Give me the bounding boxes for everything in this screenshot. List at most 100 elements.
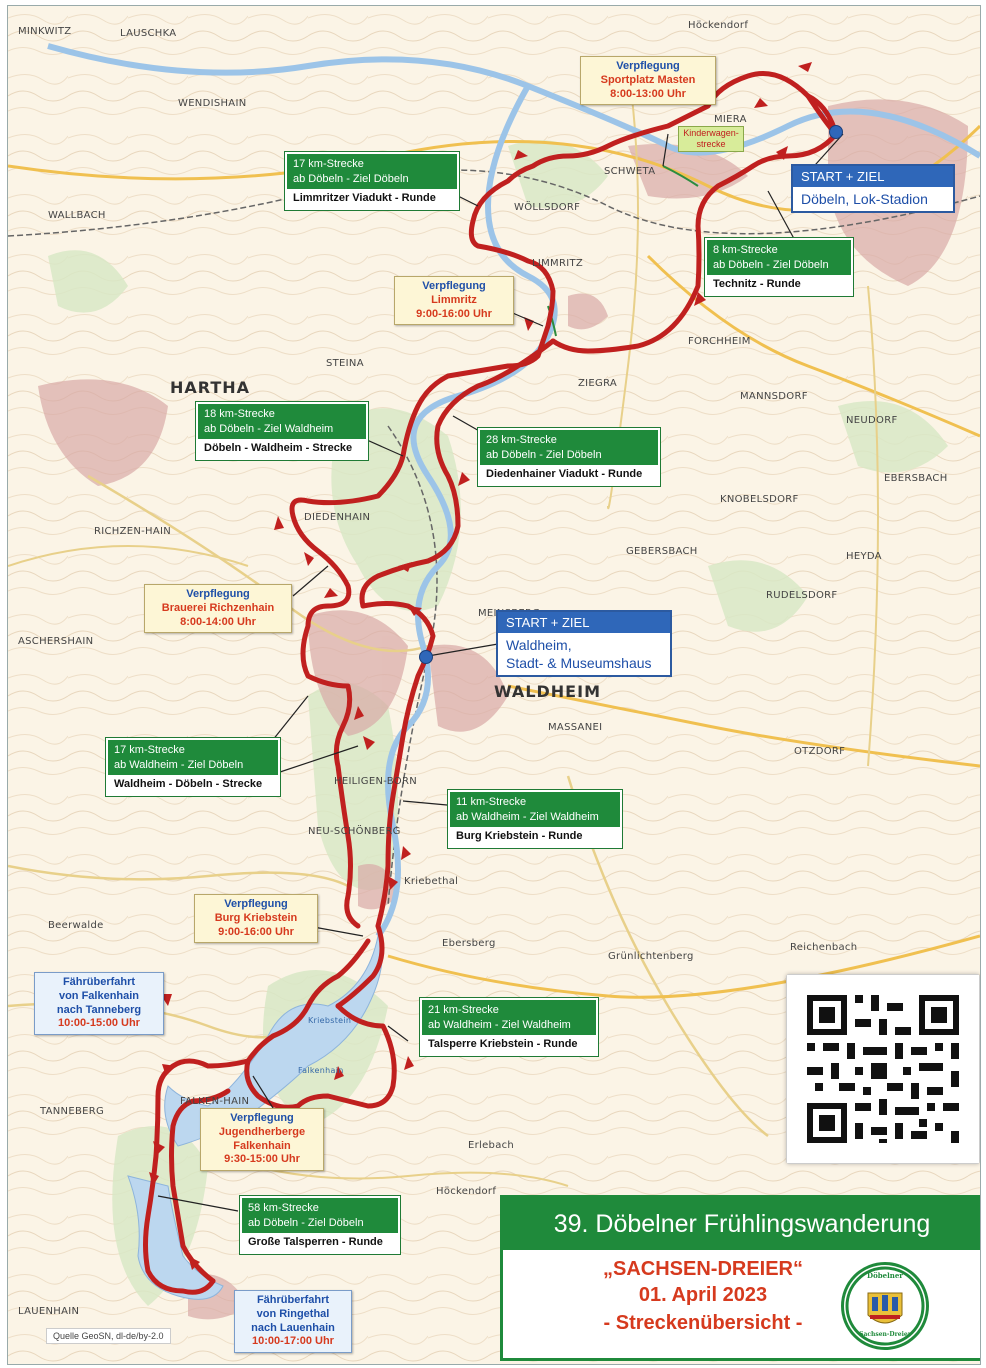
place-forchheim: FORCHHEIM	[688, 336, 751, 347]
food-place: Burg Kriebstein	[214, 911, 298, 924]
map-source-credit: Quelle GeoSN, dl-de/by-2.0	[46, 1328, 171, 1344]
food-title: Verpflegung	[224, 898, 288, 910]
logo-text-bottom: Sachsen-Dreier	[859, 1331, 911, 1338]
town-waldheim: WALDHEIM	[494, 682, 601, 701]
stroller-label-line1: Kinderwagen-	[683, 128, 739, 138]
start-point-dobeln	[829, 125, 843, 139]
route-start-finish: ab Döbeln - Ziel Döbeln	[248, 1216, 364, 1229]
ferry-from: von Ringethal	[256, 1307, 330, 1320]
event-date: 01. April 2023	[638, 1284, 768, 1306]
start-label-waldheim: START + ZIEL Waldheim, Stadt- & Museumsh…	[496, 610, 672, 678]
place-ziegra: ZIEGRA	[578, 378, 618, 389]
route-box-17km-limmritz: 17 km-Strecke ab Döbeln - Ziel Döbeln Li…	[285, 152, 459, 210]
place-steina: STEINA	[326, 358, 364, 369]
route-distance: 18 km-Strecke	[204, 408, 275, 420]
start-label-dobeln: START + ZIEL Döbeln, Lok-Stadion	[791, 164, 955, 214]
place-rudelsdorf: RUDELSDORF	[766, 590, 838, 601]
ferry-box-falkenhain: Fährüberfahrt von Falkenhain nach Tanneb…	[34, 972, 164, 1035]
route-arrows	[149, 62, 812, 1270]
place-hockendorf-north: Höckendorf	[688, 20, 749, 31]
coat-of-arms-icon	[845, 1266, 925, 1346]
food-title: Verpflegung	[186, 588, 250, 600]
ferry-time: 10:00-17:00 Uhr	[252, 1335, 334, 1348]
food-title: Verpflegung	[230, 1112, 294, 1124]
food-place: Brauerei Richzenhain	[161, 601, 275, 614]
place-richzenhain: RICHZEN-HAIN	[94, 526, 172, 537]
route-start-finish: ab Döbeln - Ziel Döbeln	[486, 448, 602, 461]
food-box-richzenhain: Verpflegung Brauerei Richzenhain 8:00-14…	[144, 584, 292, 634]
route-distance: 58 km-Strecke	[248, 1202, 319, 1214]
place-erlebach: Erlebach	[468, 1140, 515, 1151]
route-start-finish: ab Waldheim - Ziel Waldheim	[456, 810, 599, 823]
event-title: 39. Döbelner Frühlingswanderung	[503, 1198, 980, 1250]
place-miera: MIERA	[714, 114, 747, 125]
start-label-dobeln-body: Döbeln, Lok-Stadion	[801, 191, 928, 207]
rivers	[47, 43, 980, 938]
route-name: Diedenhainer Viadukt - Runde	[480, 464, 658, 484]
water-label-kriebstein: Kriebstein	[308, 1016, 352, 1025]
ferry-to: nach Tanneberg	[56, 1003, 142, 1016]
place-wallbach: WALLBACH	[48, 210, 106, 221]
place-schweta: SCHWETA	[604, 166, 656, 177]
place-tanneberg: TANNEBERG	[40, 1106, 105, 1117]
place-reichenbach: Reichenbach	[790, 942, 858, 953]
ferry-from: von Falkenhain	[58, 989, 140, 1002]
place-otzdorf: OTZDORF	[794, 746, 846, 757]
place-lauschka: LAUSCHKA	[120, 28, 177, 39]
food-time: 9:30-15:00 Uhr	[224, 1153, 300, 1166]
route-name: Limmritzer Viadukt - Runde	[287, 188, 457, 208]
food-place-2: Falkenhain	[233, 1139, 291, 1152]
food-title: Verpflegung	[422, 280, 486, 292]
place-neudorf: NEUDORF	[846, 415, 898, 426]
route-start-finish: ab Waldheim - Ziel Döbeln	[114, 758, 244, 771]
place-diedenhain: DIEDENHAIN	[304, 512, 371, 523]
place-gebersbach: GEBERSBACH	[626, 546, 698, 557]
route-name: Waldheim - Döbeln - Strecke	[108, 774, 278, 794]
food-time: 8:00-13:00 Uhr	[610, 87, 686, 100]
route-box-11km-kriebstein: 11 km-Strecke ab Waldheim - Ziel Waldhei…	[448, 790, 622, 848]
place-heiligenborn: HEILIGEN-BORN	[334, 776, 417, 787]
route-box-17km-waldheim-dobeln: 17 km-Strecke ab Waldheim - Ziel Döbeln …	[106, 738, 280, 796]
place-wendishain: WENDISHAIN	[178, 98, 247, 109]
event-subtitle: „SACHSEN-DREIER“	[602, 1258, 804, 1280]
stroller-route	[547, 165, 699, 337]
place-minkwitz: MINKWITZ	[18, 26, 72, 37]
route-name: Große Talsperren - Runde	[242, 1232, 398, 1252]
food-place: Sportplatz Masten	[600, 73, 696, 86]
place-wollsdorf: WÖLLSDORF	[514, 202, 581, 213]
food-box-falkenhain: Verpflegung Jugendherberge Falkenhain 9:…	[200, 1108, 324, 1171]
start-label-dobeln-header: START + ZIEL	[793, 166, 953, 187]
route-box-8km-technitz: 8 km-Strecke ab Döbeln - Ziel Döbeln Tec…	[705, 238, 853, 296]
map-frame: MINKWITZ LAUSCHKA WENDISHAIN Höckendorf …	[7, 5, 981, 1365]
route-distance: 8 km-Strecke	[713, 244, 778, 256]
place-limmritz: LIMMRITZ	[532, 258, 584, 269]
food-box-kriebstein: Verpflegung Burg Kriebstein 9:00-16:00 U…	[194, 894, 318, 944]
food-box-masten: Verpflegung Sportplatz Masten 8:00-13:00…	[580, 56, 716, 106]
food-place: Jugendherberge	[218, 1125, 306, 1138]
food-time: 8:00-14:00 Uhr	[180, 615, 256, 628]
route-box-58km-talsperren: 58 km-Strecke ab Döbeln - Ziel Döbeln Gr…	[240, 1196, 400, 1254]
route-box-21km-talsperre: 21 km-Strecke ab Waldheim - Ziel Waldhei…	[420, 998, 598, 1056]
place-neuschonberg: NEU-SCHÖNBERG	[308, 826, 401, 837]
route-box-18km-waldheim: 18 km-Strecke ab Döbeln - Ziel Waldheim …	[196, 402, 368, 460]
route-distance: 17 km-Strecke	[114, 744, 185, 756]
place-heyda: HEYDA	[846, 551, 882, 562]
place-ebersbach: EBERSBACH	[884, 473, 948, 484]
ferry-title: Fährüberfahrt	[62, 976, 136, 988]
qr-code-card[interactable]	[786, 974, 980, 1164]
qr-code	[787, 975, 979, 1163]
food-title: Verpflegung	[616, 60, 680, 72]
ferry-to: nach Lauenhain	[251, 1321, 335, 1334]
route-name: Talsperre Kriebstein - Runde	[422, 1034, 596, 1054]
food-place: Limmritz	[431, 293, 477, 306]
start-label-waldheim-line2: Stadt- & Museumshaus	[506, 655, 652, 672]
place-lauenhain: LAUENHAIN	[18, 1306, 80, 1317]
place-aschershain: ASCHERSHAIN	[18, 636, 94, 647]
sachsen-dreier-logo: Döbelner Sachsen-Dreier	[841, 1262, 929, 1350]
ferry-time: 10:00-15:00 Uhr	[58, 1017, 140, 1030]
place-hockendorf-south: Höckendorf	[436, 1186, 497, 1197]
water-label-falkenhain: Falkenhain	[298, 1066, 344, 1075]
place-knobelsdorf: KNOBELSDORF	[720, 494, 799, 505]
place-ebersberg: Ebersberg	[442, 938, 496, 949]
